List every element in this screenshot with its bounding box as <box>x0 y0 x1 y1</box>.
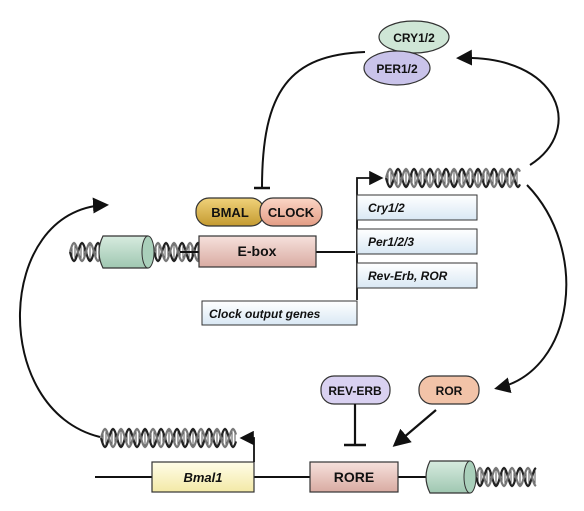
ror-activation-arrow <box>392 409 437 447</box>
dna-helix-top <box>384 167 521 189</box>
rore-element <box>309 461 399 493</box>
dna-backbone <box>152 241 201 263</box>
dna-helix-bmal1-transcript <box>99 427 238 449</box>
dna-backbone <box>68 241 105 263</box>
bmal1-gene-label: Bmal1 <box>183 470 222 485</box>
nucleosome-middle <box>98 235 155 269</box>
target-gene-label: Rev-Erb, ROR <box>368 269 448 283</box>
per-protein <box>363 50 431 86</box>
output-gene-label: Clock output genes <box>209 307 321 321</box>
bmal-label: BMAL <box>211 205 249 220</box>
per-label: PER1/2 <box>376 62 418 76</box>
target-gene-list: Cry1/2 Per1/2/3 Rev-Erb, ROR Clock outpu… <box>201 194 478 326</box>
bmal1-transcription-arrow <box>239 430 255 462</box>
bmal-feedback-arrow <box>19 197 109 438</box>
target-gene-box <box>356 262 478 289</box>
cry-label: CRY1/2 <box>393 31 435 45</box>
ror-production-arrow <box>494 184 568 394</box>
dna-backbone <box>474 466 537 488</box>
target-gene-label: Cry1/2 <box>368 201 405 215</box>
transcription-start-arrow <box>356 170 384 300</box>
cry-per-complex: CRY1/2 PER1/2 <box>363 20 450 86</box>
rore-label: RORE <box>334 469 374 485</box>
ror-protein: ROR <box>418 375 480 405</box>
nucleosome-bottom <box>425 460 477 494</box>
dna-backbone <box>474 466 537 488</box>
clock-label: CLOCK <box>268 205 315 220</box>
target-gene-label: Per1/2/3 <box>368 235 414 249</box>
rev-erb-protein: REV-ERB <box>320 375 391 405</box>
dna-helix-bottom <box>474 466 537 488</box>
ror-label: ROR <box>436 384 463 398</box>
ebox-element <box>198 235 317 268</box>
target-gene-box <box>356 228 478 255</box>
rev-erb-label: REV-ERB <box>328 384 382 398</box>
clock-protein <box>259 197 323 227</box>
ebox-label: E-box <box>238 243 277 259</box>
translation-arrow <box>456 49 560 166</box>
target-gene-box <box>356 194 478 221</box>
dna-backbone <box>99 427 238 449</box>
cry-per-inhibition-line <box>261 51 366 189</box>
output-gene-box <box>201 300 358 326</box>
bmal-clock-heterodimer: BMAL CLOCK <box>195 197 323 227</box>
dna-backbone <box>384 167 521 189</box>
bmal1-gene-element <box>151 461 255 493</box>
